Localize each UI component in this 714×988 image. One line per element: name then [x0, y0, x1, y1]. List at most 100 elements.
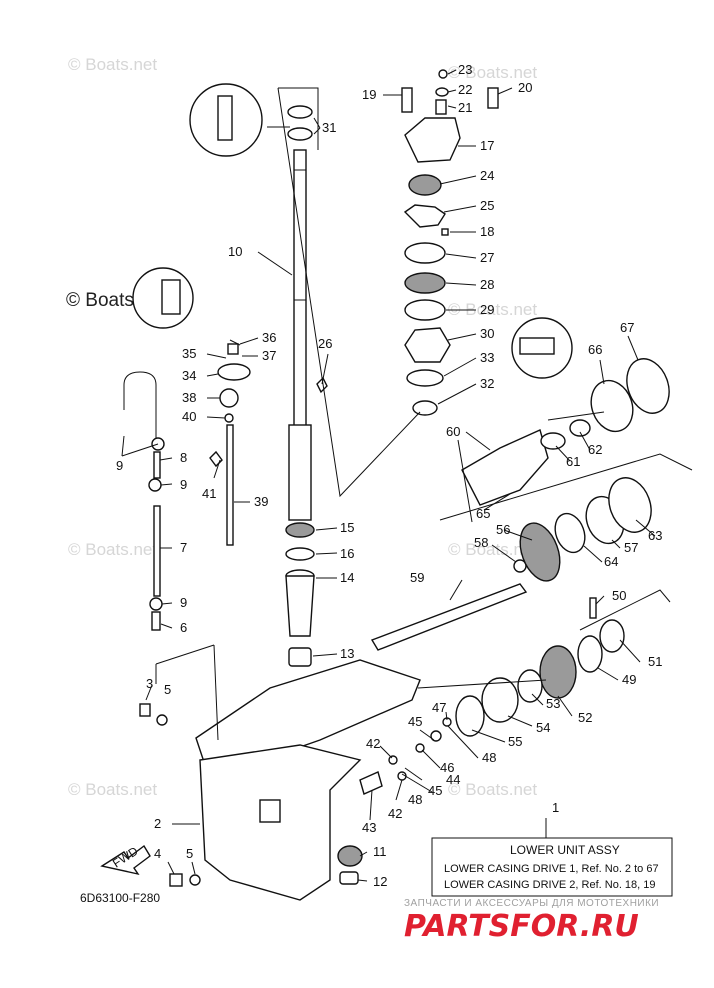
callout-48b: 48 — [482, 750, 496, 765]
oil-seal-part — [287, 127, 313, 141]
propeller-shaft-part — [370, 583, 528, 651]
clamp-part — [149, 597, 163, 611]
drive-shaft-assembly — [285, 105, 328, 667]
bushing-part — [288, 647, 312, 667]
callout-20: 20 — [518, 80, 532, 95]
callout-9b: 9 — [180, 595, 187, 610]
callout-36: 36 — [262, 330, 276, 345]
pinion-nut-part — [359, 771, 383, 795]
gasket-part — [404, 299, 446, 321]
detail-callouts — [132, 83, 573, 379]
insert-cartridge-part — [408, 174, 442, 196]
spring-part — [599, 619, 625, 653]
callout-5b: 5 — [186, 846, 193, 861]
brand-logo: ЗАПЧАСТИ И АКСЕССУАРЫ ДЛЯ МОТОТЕХНИКИ PA… — [404, 898, 659, 944]
callout-59: 59 — [410, 570, 424, 585]
pinion-gear-part — [337, 845, 363, 867]
joint-part — [151, 611, 161, 631]
callout-17: 17 — [480, 138, 494, 153]
callout-53: 53 — [546, 696, 560, 711]
callout-64: 64 — [604, 554, 618, 569]
callout-4: 4 — [154, 846, 161, 861]
pin-part — [388, 755, 398, 765]
clamp-part — [148, 478, 162, 492]
callout-54: 54 — [536, 720, 550, 735]
callout-37: 37 — [262, 348, 276, 363]
callout-14: 14 — [340, 570, 354, 585]
callout-55: 55 — [508, 734, 522, 749]
washer-part — [156, 714, 168, 726]
callout-34: 34 — [182, 368, 196, 383]
callout-32: 32 — [480, 376, 494, 391]
callout-63: 63 — [648, 528, 662, 543]
water-pump-assembly — [401, 69, 499, 416]
callout-27: 27 — [480, 250, 494, 265]
callout-47: 47 — [432, 700, 446, 715]
brand-tagline: ЗАПЧАСТИ И АКСЕССУАРЫ ДЛЯ МОТОТЕХНИКИ — [404, 898, 659, 909]
reverse-gear-part — [539, 645, 577, 699]
o-ring-part — [219, 388, 239, 408]
bolt-part — [227, 343, 239, 355]
bolt-part — [487, 87, 499, 109]
fwd-arrow — [100, 844, 151, 876]
callout-56: 56 — [496, 522, 510, 537]
propeller-shaft-housing-part — [461, 429, 549, 506]
sealant-tube-icon — [217, 95, 233, 141]
grease-tube-icon — [161, 279, 181, 315]
callout-51: 51 — [648, 654, 662, 669]
bolt-part — [139, 703, 151, 717]
shim-part — [554, 512, 586, 554]
callout-30: 30 — [480, 326, 494, 341]
watermark: © Boats.net — [68, 540, 157, 559]
screw-part — [438, 69, 448, 79]
callout-15: 15 — [340, 520, 354, 535]
nut-part — [339, 871, 359, 885]
pipe-part — [153, 505, 161, 597]
callout-10: 10 — [228, 244, 242, 259]
callout-61: 61 — [566, 454, 580, 469]
pump-housing-part — [404, 117, 461, 163]
callout-48: 48 — [408, 792, 422, 807]
ball-bearing-part — [481, 677, 519, 723]
callout-67: 67 — [620, 320, 634, 335]
washer-part — [435, 87, 449, 97]
callout-9: 9 — [180, 477, 187, 492]
bearing-cover-part — [626, 358, 670, 414]
callout-28: 28 — [480, 277, 494, 292]
callout-29: 29 — [480, 302, 494, 317]
o-ring-part — [412, 400, 438, 416]
callout-46: 46 — [440, 760, 454, 775]
callout-40: 40 — [182, 409, 196, 424]
callout-62: 62 — [588, 442, 602, 457]
callout-16: 16 — [340, 546, 354, 561]
callout-50: 50 — [612, 588, 626, 603]
watermark: © Boats.net — [68, 780, 157, 799]
forward-gear-part — [519, 522, 561, 582]
callout-58: 58 — [474, 535, 488, 550]
callout-2: 2 — [154, 816, 161, 831]
shift-rod-cover-part — [217, 363, 251, 381]
callout-9c: 9 — [116, 458, 123, 473]
callout-13: 13 — [340, 646, 354, 661]
gasket-part — [189, 874, 201, 886]
callout-18: 18 — [480, 224, 494, 239]
shim-part — [608, 477, 652, 533]
leader-lines — [121, 69, 693, 882]
callout-11: 11 — [373, 844, 387, 859]
callout-31: 31 — [322, 120, 336, 135]
callout-60: 60 — [446, 424, 460, 439]
pin-part — [316, 376, 328, 394]
key-part — [441, 228, 449, 236]
gear-oil-tube-icon — [519, 337, 555, 355]
watermark: © Boats.net — [448, 540, 537, 559]
circlip-part — [224, 413, 234, 423]
callout-26: 26 — [318, 336, 332, 351]
callout-49: 49 — [622, 672, 636, 687]
needle-bearing-part — [540, 432, 566, 450]
callout-7: 7 — [180, 540, 187, 555]
brand-name: PARTSFOR.RU — [404, 909, 639, 944]
shim-part — [517, 669, 543, 703]
legend-box: LOWER UNIT ASSY LOWER CASING DRIVE 1, Re… — [431, 837, 673, 897]
legend-title: LOWER UNIT ASSY — [510, 843, 620, 857]
